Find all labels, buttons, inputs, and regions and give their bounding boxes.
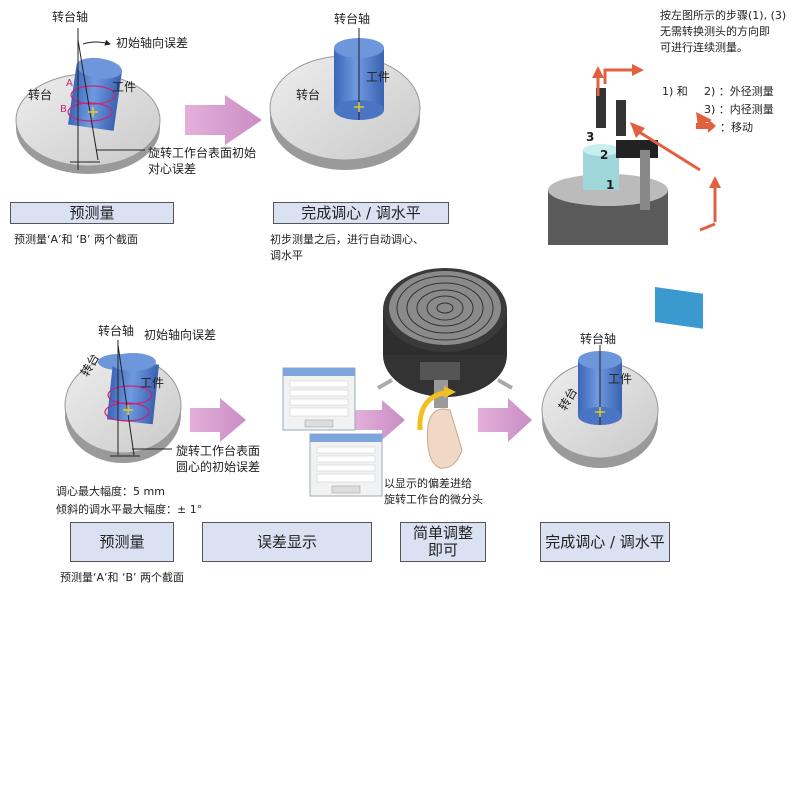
bottom-arrow-1	[190, 398, 246, 442]
tr-num-3: 3	[586, 130, 595, 144]
tr-legend-3: 3) ：内径测量	[704, 103, 774, 116]
b-final-work-label: 工件	[608, 372, 633, 386]
top-arrow-1	[185, 95, 262, 145]
b-step-simple-adjust: 简单调整 即可	[400, 522, 486, 562]
tr-intro-2: 无需转换测头的方向即	[660, 25, 770, 38]
tl-point-a: A	[66, 78, 73, 89]
b-adjust-note-2: 旋转工作台的微分头	[384, 493, 483, 506]
tl-center-error-2: 对心误差	[148, 162, 197, 176]
top-left-workpiece	[68, 65, 122, 131]
b-center-error-1: 旋转工作台表面	[176, 444, 261, 458]
bottom-arrow-2	[355, 400, 405, 440]
section-b-ring	[67, 102, 113, 122]
b-limits-1: 调心最大幅度：5 mm	[56, 485, 165, 498]
bottom-left-table	[64, 340, 182, 463]
tr-num-1: 1	[606, 178, 615, 192]
tl-step-pre-measure: 预测量	[10, 202, 174, 224]
probe-illustration	[548, 64, 721, 329]
tm-step-done: 完成调心 / 调水平	[273, 202, 449, 224]
b-step-pre-measure: 预测量	[70, 522, 174, 562]
b-axial-error-label: 初始轴向误差	[144, 328, 217, 342]
tr-intro-3: 可进行连续测量。	[660, 41, 748, 54]
tr-legend-move: ：移动	[720, 121, 753, 134]
top-left-table	[15, 28, 161, 174]
section-a-ring	[70, 85, 116, 105]
move-legend-arrow	[696, 119, 716, 133]
bottom-arrow-3	[478, 398, 532, 442]
b-step-simple-adjust-1: 简单调整	[412, 524, 473, 542]
error-display-window-2	[309, 433, 383, 497]
tm-work-label: 工件	[366, 70, 391, 84]
tm-table-label: 转台	[296, 88, 321, 102]
tl-point-b: B	[60, 104, 67, 115]
b-limits-2: 倾斜的调水平最大幅度：± 1°	[56, 503, 203, 516]
tr-num-2: 2	[600, 148, 609, 162]
b-adjust-note-1: 以显示的偏差进给	[384, 477, 472, 490]
b-center-error-2: 圆心的初始误差	[176, 460, 261, 474]
tl-center-error-1: 旋转工作台表面初始	[148, 146, 257, 160]
tr-legend-1: 1) 和	[662, 85, 688, 98]
bottom-right-table	[541, 345, 659, 468]
b-work-label: 工件	[140, 376, 165, 390]
tl-axial-error-label: 初始轴向误差	[116, 36, 189, 50]
b-step-simple-adjust-2: 即可	[427, 541, 458, 559]
tm-step-note-1: 初步测量之后，进行自动调心、	[270, 233, 424, 246]
tl-work-label: 工件	[112, 80, 137, 94]
tm-axis-label: 转台轴	[334, 12, 371, 26]
tl-table-label: 转台	[28, 88, 53, 102]
tr-intro-1: 按左图所示的步骤(1), (3)	[660, 9, 787, 22]
b-pre-note: 预测量‘A’和 ‘B’ 两个截面	[60, 571, 185, 584]
tm-step-note-2: 调水平	[270, 249, 303, 262]
b-final-axis-label: 转台轴	[580, 332, 617, 346]
b-axis-label: 转台轴	[98, 324, 135, 338]
b-step-done: 完成调心 / 调水平	[540, 522, 670, 562]
b-step-error-display: 误差显示	[202, 522, 372, 562]
error-display-window-1	[282, 367, 356, 431]
rotary-table-device	[377, 268, 513, 469]
tl-axis-label: 转台轴	[52, 10, 89, 24]
top-middle-table	[269, 28, 421, 170]
tr-legend-2: 2) ：外径测量	[704, 85, 774, 98]
tl-step-note: 预测量‘A’和 ‘B’ 两个截面	[14, 233, 139, 246]
